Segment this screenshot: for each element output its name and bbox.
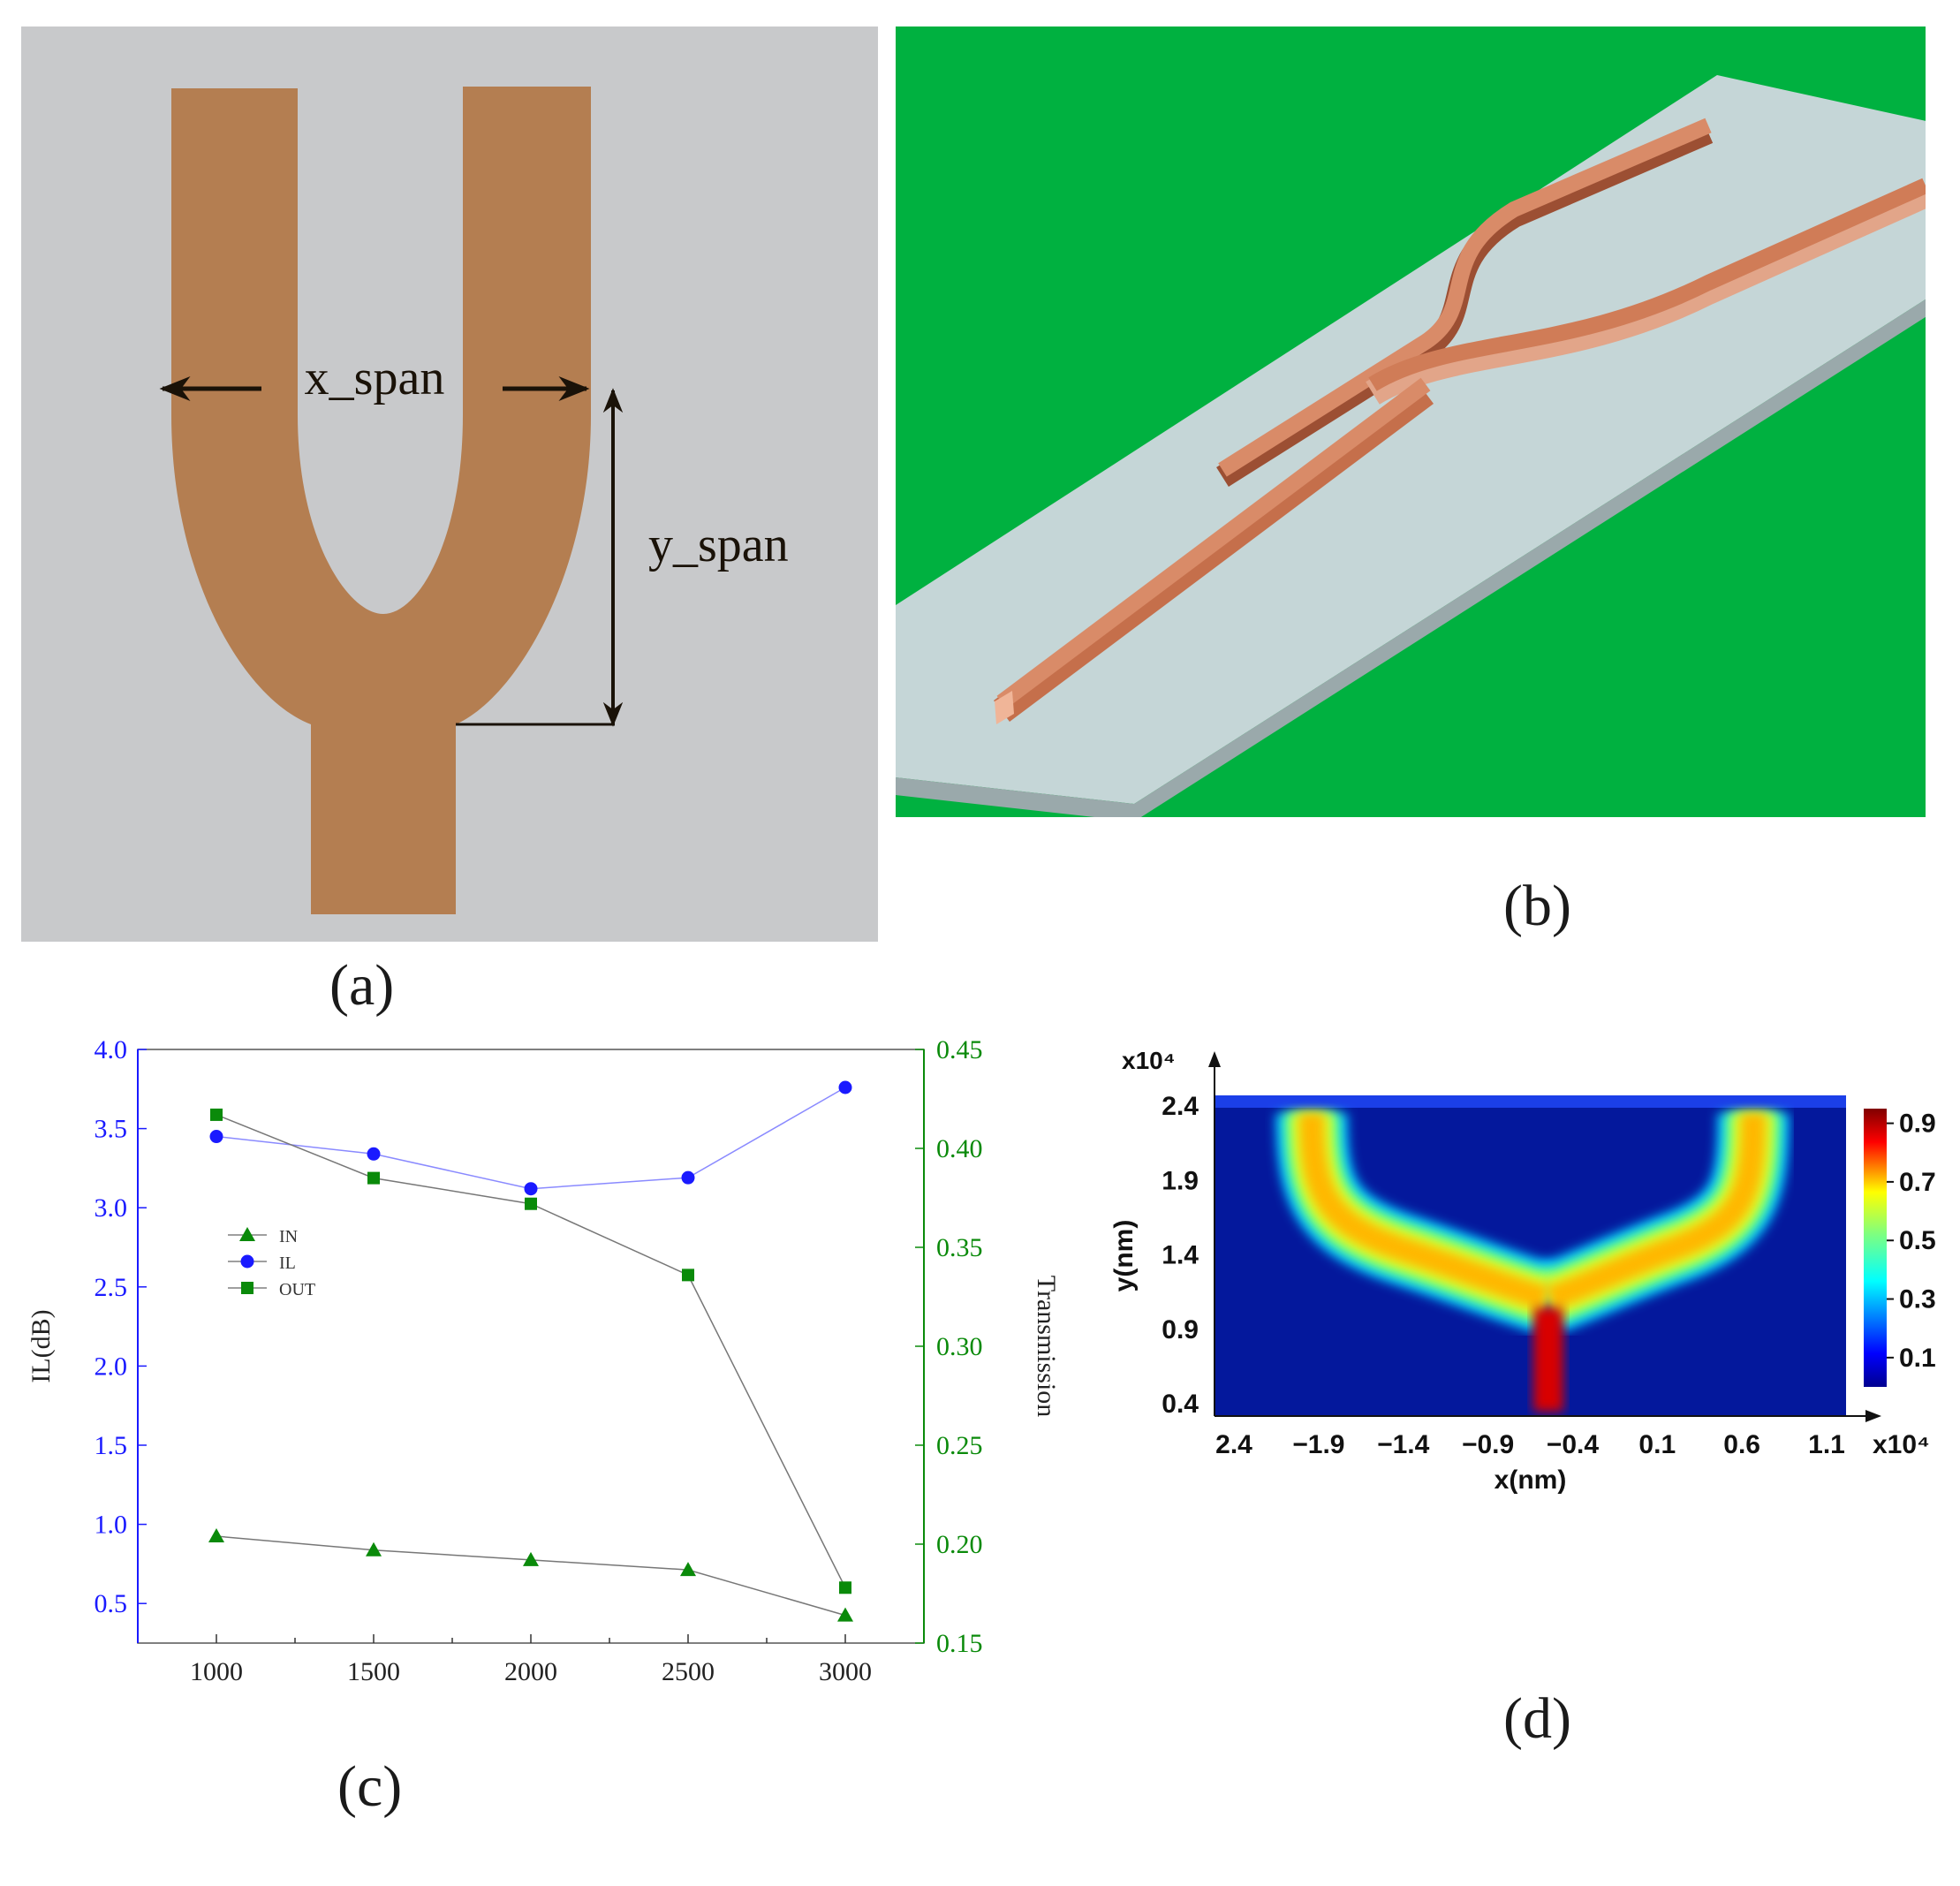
legend-item-il: IL xyxy=(228,1254,296,1273)
panel-d-heatmap: 2.4 −1.9 −1.4 −0.9 −0.4 0.1 0.6 1.1 x10⁴ x(nm) 0.4… xyxy=(1109,1047,1936,1495)
y-left-tick-label: 3.5 xyxy=(95,1115,128,1144)
y-tick-label: 0.4 xyxy=(1162,1390,1199,1419)
panel-c-chart: 10001500200025003000x-span(nm)0.51.01.52… xyxy=(26,1035,1061,1686)
legend: IN IL OUT xyxy=(228,1227,315,1299)
x-tick-label: 0.1 xyxy=(1638,1430,1676,1459)
y-right-tick-label: 0.45 xyxy=(936,1035,983,1064)
panel-a-caption: (a) xyxy=(329,953,395,1018)
y-right-tick-label: 0.20 xyxy=(936,1530,983,1559)
colorbar xyxy=(1864,1109,1887,1387)
data-point xyxy=(241,1282,254,1294)
data-point xyxy=(682,1269,694,1282)
y-branch-waveguide xyxy=(171,87,591,914)
colorbar-tick-label: 0.1 xyxy=(1899,1344,1936,1373)
series-il xyxy=(209,1080,852,1196)
data-point xyxy=(209,1130,223,1144)
x-tick-label: 2.4 xyxy=(1215,1430,1252,1459)
y-right-tick-label: 0.15 xyxy=(936,1629,983,1658)
x-tick-label: −1.4 xyxy=(1377,1430,1430,1459)
y-exponent-label: x10⁴ xyxy=(1122,1047,1176,1074)
heatmap-mode-band xyxy=(1299,1112,1550,1311)
legend-label: IN xyxy=(279,1227,298,1246)
x-tick-label: −0.4 xyxy=(1547,1430,1600,1459)
x-axis-label: x(nm) xyxy=(1495,1466,1567,1495)
y-tick-label: 0.9 xyxy=(1162,1315,1199,1344)
colorbar-tick-label: 0.7 xyxy=(1899,1168,1936,1197)
legend-item-out: OUT xyxy=(228,1280,315,1299)
y-axis-label: y(nm) xyxy=(1109,1220,1139,1292)
x-tick-label: −0.9 xyxy=(1462,1430,1514,1459)
data-point xyxy=(208,1528,224,1543)
data-point xyxy=(240,1254,254,1269)
data-point xyxy=(839,1581,851,1594)
legend-label: OUT xyxy=(279,1280,315,1299)
x-tick-label: 0.6 xyxy=(1723,1430,1760,1459)
substrate-top xyxy=(896,75,1926,804)
heatmap-stem-core xyxy=(1533,1307,1563,1412)
panel-d-caption: (d) xyxy=(1503,1686,1571,1751)
y-span-label: y_span xyxy=(648,518,789,572)
data-point xyxy=(680,1562,696,1577)
data-point xyxy=(837,1607,853,1622)
colorbar-tick-label: 0.5 xyxy=(1899,1226,1936,1255)
waveguide-input-face xyxy=(995,691,1014,724)
y-left-tick-label: 1.0 xyxy=(95,1511,128,1540)
x-tick-label: 2500 xyxy=(662,1657,715,1686)
y-right-tick-label: 0.25 xyxy=(936,1431,983,1460)
heatmap-top-band xyxy=(1215,1095,1846,1108)
series-line xyxy=(216,1535,846,1617)
x-tick-label: 3000 xyxy=(819,1657,872,1686)
data-point xyxy=(525,1197,537,1210)
y-tick-label: 2.4 xyxy=(1162,1092,1199,1121)
x-tick-label: 2000 xyxy=(504,1657,557,1686)
x-tick-label: 1500 xyxy=(347,1657,400,1686)
data-point xyxy=(524,1182,538,1196)
panel-b-render xyxy=(896,27,1926,817)
y-tick-label: 1.9 xyxy=(1162,1166,1199,1195)
heatmap-mode-band xyxy=(1546,1112,1766,1311)
panel-b-caption: (b) xyxy=(1503,874,1571,938)
series-line xyxy=(216,1087,846,1190)
heatmap-field xyxy=(1215,1095,1846,1416)
data-point xyxy=(523,1551,539,1566)
y-left-tick-label: 0.5 xyxy=(95,1589,128,1618)
legend-label: IL xyxy=(279,1254,296,1273)
y-axis-arrowhead xyxy=(1208,1051,1221,1067)
series-in xyxy=(208,1528,853,1622)
data-point xyxy=(366,1541,382,1557)
colorbar-tick-label: 0.3 xyxy=(1899,1285,1936,1314)
data-point xyxy=(367,1171,380,1185)
y-right-tick-label: 0.35 xyxy=(936,1233,983,1262)
panel-a-diagram: x_span y_span xyxy=(21,27,878,942)
y-left-tick-label: 3.0 xyxy=(95,1193,128,1223)
y-left-axis-label: IL(dB) xyxy=(26,1309,56,1382)
legend-item-in: IN xyxy=(228,1227,298,1246)
y-left-tick-label: 4.0 xyxy=(95,1035,128,1064)
y-left-tick-label: 2.5 xyxy=(95,1273,128,1302)
data-point xyxy=(210,1108,223,1121)
x-axis-arrowhead xyxy=(1865,1410,1881,1422)
data-point xyxy=(239,1227,255,1241)
y-right-tick-label: 0.30 xyxy=(936,1332,983,1361)
x-exponent-label: x10⁴ xyxy=(1873,1430,1930,1459)
y-right-tick-label: 0.40 xyxy=(936,1134,983,1163)
x-tick-label: 1.1 xyxy=(1808,1430,1845,1459)
x-tick-label: −1.9 xyxy=(1292,1430,1344,1459)
x-span-label: x_span xyxy=(305,351,445,405)
data-point xyxy=(838,1080,852,1094)
y-right-axis-label: Transmission xyxy=(1032,1276,1061,1418)
panel-c-caption: (c) xyxy=(337,1754,403,1819)
data-point xyxy=(367,1147,381,1161)
y-tick-label: 1.4 xyxy=(1162,1241,1199,1270)
series-out xyxy=(210,1108,851,1594)
y-left-tick-label: 1.5 xyxy=(95,1431,128,1460)
y-left-tick-label: 2.0 xyxy=(95,1352,128,1381)
x-tick-label: 1000 xyxy=(190,1657,243,1686)
data-point xyxy=(681,1170,695,1185)
colorbar-tick-label: 0.9 xyxy=(1899,1110,1936,1139)
waveguide-lower-arm xyxy=(1366,182,1926,405)
